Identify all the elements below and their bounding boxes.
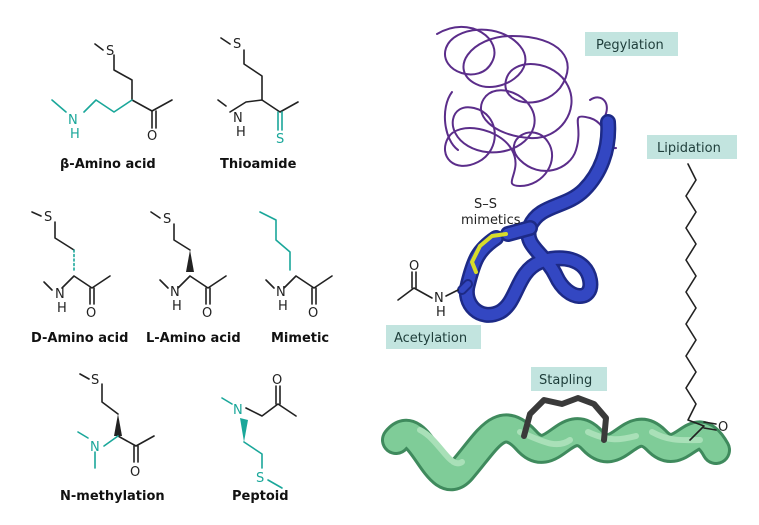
ss-line2: mimetics (461, 213, 521, 228)
oxygen-atom: O (147, 129, 157, 144)
label-stapling: Stapling (531, 367, 607, 391)
structure-n-methylation: S N O N-methylation (60, 373, 165, 504)
nitrogen-atom: N (170, 285, 180, 300)
caption-beta-amino-acid: β-Amino acid (60, 157, 156, 172)
sulfur-atom: S (163, 212, 171, 227)
sulfur-atom: S (233, 37, 241, 52)
svg-text:Lipidation: Lipidation (657, 141, 721, 156)
svg-text:Stapling: Stapling (539, 373, 592, 388)
sulfur-atom-teal: S (276, 132, 284, 147)
nitrogen-atom-teal: N (233, 403, 243, 418)
caption-peptoid: Peptoid (232, 489, 289, 504)
structure-thioamide: S N H S Thioamide (217, 37, 299, 172)
label-lipidation: Lipidation (647, 135, 737, 159)
nitrogen-atom: N (55, 287, 65, 302)
nitrogen-atom: N (276, 285, 286, 300)
hydrogen-atom: H (57, 301, 67, 316)
sulfur-atom: S (106, 44, 114, 59)
ss-line1: S–S (474, 197, 497, 212)
sulfur-atom: S (91, 373, 99, 388)
hydrogen-atom: H (172, 299, 182, 314)
acetyl-oxygen: O (409, 259, 419, 274)
nitrogen-atom: N (233, 111, 243, 126)
disulfide-mimetic (470, 232, 508, 274)
peptide-backbone (457, 114, 617, 323)
hydrogen-atom: H (236, 125, 246, 140)
lipid-chain: O (685, 163, 728, 441)
structure-beta-amino-acid: S N H O β-Amino acid (51, 43, 173, 172)
acetyl-group: O N H (397, 259, 459, 320)
oxygen-atom: O (86, 306, 96, 321)
structure-mimetic: N H O Mimetic (259, 211, 333, 346)
structure-peptoid: N O S Peptoid (221, 373, 297, 504)
oxygen-atom: O (130, 465, 140, 480)
sulfur-atom: S (44, 210, 52, 225)
hydrocarbon-staple (521, 395, 609, 443)
label-ss-mimetics: S–S mimetics (461, 197, 521, 228)
sulfur-atom-teal: S (256, 471, 264, 486)
label-pegylation: Pegylation (585, 32, 678, 56)
caption-thioamide: Thioamide (220, 157, 297, 172)
oxygen-atom: O (272, 373, 282, 388)
caption-n-methylation: N-methylation (60, 489, 165, 504)
acetyl-hydrogen: H (436, 305, 446, 320)
oxygen-atom: O (308, 306, 318, 321)
svg-text:Acetylation: Acetylation (394, 331, 467, 346)
caption-l-amino-acid: L-Amino acid (146, 331, 241, 346)
structure-l-amino-acid: S N H O L-Amino acid (146, 211, 241, 346)
hydrogen-atom: H (70, 127, 80, 142)
nitrogen-atom-teal: N (90, 440, 100, 455)
lipid-oxygen: O (718, 420, 728, 435)
nitrogen-atom: N (68, 113, 78, 128)
acetyl-nitrogen: N (434, 291, 444, 306)
caption-mimetic: Mimetic (271, 331, 329, 346)
svg-text:Pegylation: Pegylation (596, 38, 664, 53)
oxygen-atom: O (202, 306, 212, 321)
label-acetylation: Acetylation (386, 325, 481, 349)
hydrogen-atom: H (278, 299, 288, 314)
alpha-helix (381, 413, 731, 491)
caption-d-amino-acid: D-Amino acid (31, 331, 128, 346)
structure-d-amino-acid: S N H O D-Amino acid (31, 210, 128, 346)
